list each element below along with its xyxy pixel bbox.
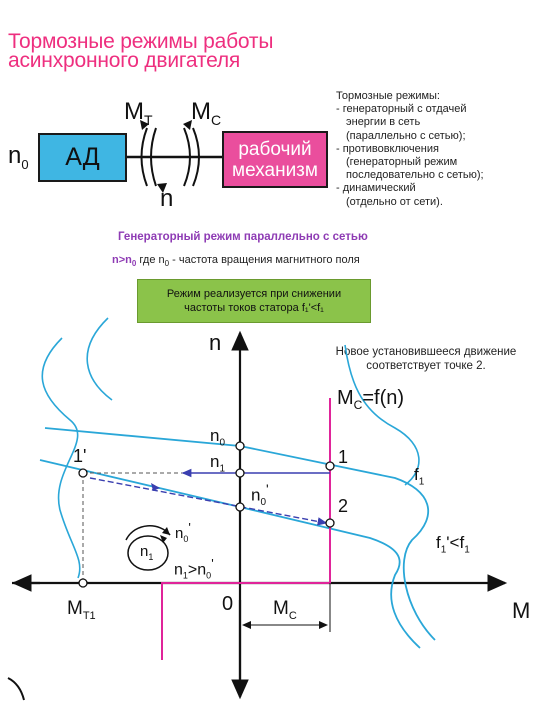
motor-label: АД [65, 143, 100, 171]
mechanism-label-1: рабочий [238, 138, 312, 160]
point-n1 [235, 468, 245, 478]
point-1p [78, 468, 88, 478]
point-1-label: 1 [338, 447, 349, 467]
characteristic-f1p [39, 459, 421, 649]
transition-arrow-1p-to-2 [89, 477, 328, 526]
legend-item: - динамический [336, 182, 416, 195]
generator-mode-title: Генераторный режим параллельно с сетью [118, 231, 368, 243]
title-line-1: Тормозные режимы работы [8, 30, 274, 53]
mode-condition-box: Режим реализуется при снижении частоты т… [137, 279, 371, 323]
axis-n-label: n [209, 330, 222, 355]
legend-item: - генераторный с отдачей [336, 103, 467, 116]
torque-mt-arc [140, 127, 148, 187]
rotation-n0p-label: n0' [175, 520, 191, 544]
mc-arrow-icon [183, 120, 192, 130]
mt-arrow-icon [140, 120, 149, 130]
legend-item: - противовключения [336, 142, 439, 155]
n1-label: n1 [210, 452, 226, 475]
legend-item: энергии в сеть [346, 116, 421, 129]
corner-mark [7, 677, 25, 701]
point-mt1 [78, 578, 88, 588]
scheme-mt-label: MT [124, 98, 153, 128]
f1p-label: f1'<f1 [436, 533, 470, 556]
n0p-label: n0' [251, 481, 269, 509]
page-title: Тормозные режимы работы асинхронного дви… [8, 30, 274, 72]
mechanism-label-2: механизм [232, 159, 318, 181]
scheme-mc-label: MC [191, 98, 222, 128]
motor-box: АД [38, 133, 127, 182]
point-2-label: 2 [338, 496, 349, 516]
legend-item: последовательно с сетью); [346, 169, 484, 182]
legend-item: (генераторный режим [346, 156, 458, 169]
f1-label: f1 [414, 465, 425, 488]
point-n0p [235, 502, 245, 512]
point-1 [325, 461, 335, 471]
green-box-line-1: Режим реализуется при снижении [166, 288, 342, 300]
point-1p-label: 1' [73, 446, 87, 466]
axis-M-label: M [512, 598, 531, 623]
point-2 [325, 518, 335, 528]
note-line-1: Новое установившееся движение [335, 346, 517, 358]
characteristic-f1 [44, 427, 436, 641]
speed-inequality-label: n1>n0' [174, 556, 214, 581]
n0-label: n0 [210, 426, 226, 449]
rotation-n1-label: n1 [140, 543, 154, 562]
frequency-curve-f1p-left [41, 337, 81, 579]
braking-modes-legend: Тормозные режимы: - генераторный с отдач… [336, 90, 484, 209]
torque-mc-arc [183, 127, 191, 187]
frequency-curve-right [344, 344, 420, 486]
point-n0 [235, 441, 245, 451]
condition-line: n>n0 где n0 - частота вращения магнитног… [112, 254, 360, 269]
torque-mc-arc-2 [192, 127, 200, 187]
steady-state-note: Новое установившееся движение соответств… [316, 345, 536, 373]
mc-axis-label: MC [273, 598, 297, 622]
legend-heading: Тормозные режимы: [336, 90, 440, 102]
frequency-curve-f1-left [86, 317, 113, 401]
mt1-label: MT1 [67, 598, 96, 622]
origin-label: 0 [222, 593, 234, 615]
torque-mt-arc-2 [150, 127, 157, 187]
note-line-2: соответствует точке 2. [366, 360, 486, 372]
legend-item: (отдельно от сети). [346, 195, 443, 208]
legend-item: (параллельно с сетью); [346, 129, 466, 142]
n-arrow-icon [157, 183, 167, 193]
load-function-label: MC=f(n) [337, 387, 405, 412]
load-characteristic [161, 398, 331, 660]
rotation-n1-arrow-icon [160, 535, 167, 543]
mechanism-box: рабочий механизм [222, 131, 328, 188]
rotation-arrow-icon [162, 527, 170, 535]
transition-arrowhead [151, 483, 160, 491]
title-line-2: асинхронного двигателя [8, 49, 241, 72]
scheme-n0-label: n0 [8, 142, 29, 172]
green-box-line-2: частоты токов статора f₁'<f₁ [184, 302, 324, 314]
rotation-n1-circle [127, 535, 169, 571]
